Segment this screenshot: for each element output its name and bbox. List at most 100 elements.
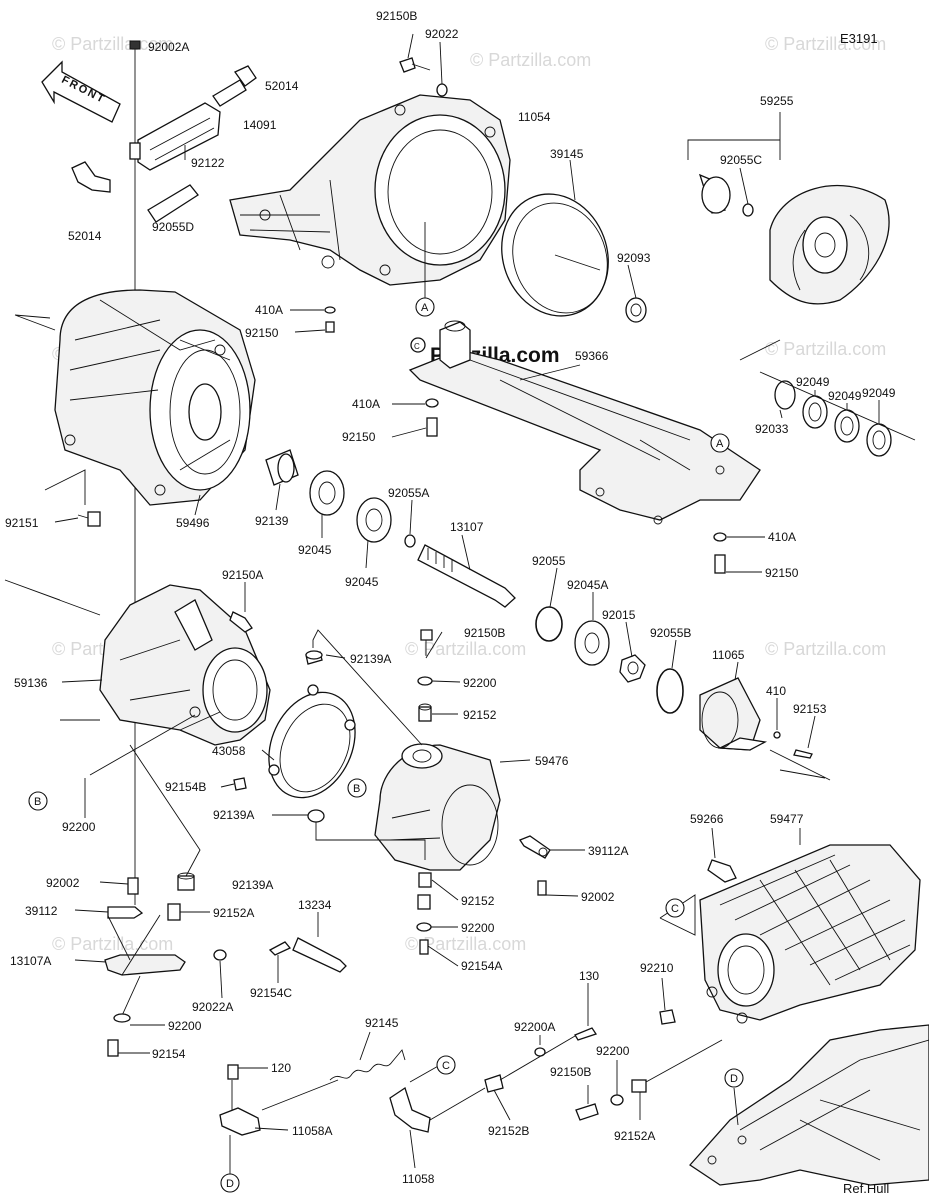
part-label: 92122 bbox=[191, 156, 225, 170]
ref-letter: A bbox=[716, 438, 724, 450]
part-13107-shaft bbox=[417, 534, 516, 608]
part-label: 92154C bbox=[250, 986, 292, 1000]
part-label: 92045 bbox=[298, 543, 332, 557]
ref-marker-B: B bbox=[28, 791, 48, 811]
part-label: 11065 bbox=[712, 648, 745, 662]
part-label: 39145 bbox=[550, 147, 584, 161]
watermark-text: © Partzilla.com bbox=[765, 639, 886, 659]
small-bolts-middle bbox=[290, 306, 765, 574]
ref-marker-D: D bbox=[724, 1068, 744, 1088]
part-label: 92033 bbox=[755, 422, 789, 436]
part-label: 92150B bbox=[376, 9, 417, 23]
part-labels: 92150B 92022 92002A 52014 11054 14091 92… bbox=[5, 9, 896, 1186]
part-label: 92154 bbox=[152, 1047, 186, 1061]
part-label: 52014 bbox=[265, 79, 299, 93]
watermark-text: © Partzilla.com bbox=[405, 639, 526, 659]
part-label: 92200 bbox=[461, 921, 495, 935]
bolt-92150B-top bbox=[399, 33, 448, 97]
part-59477-intake bbox=[659, 827, 921, 1025]
hose-fitting-assembly bbox=[71, 40, 257, 905]
ref-hull: Ref.Hull bbox=[689, 1024, 929, 1196]
part-label: 92055D bbox=[152, 220, 194, 234]
part-11065-cone bbox=[699, 661, 831, 781]
part-label: 92049 bbox=[862, 386, 896, 400]
bolt-92150A bbox=[229, 582, 253, 633]
part-label: 92022A bbox=[192, 1000, 233, 1014]
part-label: 59477 bbox=[770, 812, 804, 826]
part-label: 39112 bbox=[25, 904, 58, 918]
bearings-row bbox=[265, 449, 416, 569]
part-label: 92139A bbox=[213, 808, 254, 822]
part-59496-pump-housing bbox=[14, 289, 256, 516]
part-label: 92150A bbox=[222, 568, 263, 582]
part-label: 11058 bbox=[402, 1172, 435, 1186]
part-92093-seal bbox=[625, 264, 647, 323]
part-label: 92150 bbox=[342, 430, 376, 444]
part-59255-impeller bbox=[687, 112, 890, 305]
part-11058A-bracket bbox=[219, 1064, 289, 1175]
part-label: 92022 bbox=[425, 27, 459, 41]
part-label: 92049 bbox=[796, 375, 830, 389]
part-label: 43058 bbox=[212, 744, 246, 758]
part-label: 13234 bbox=[298, 898, 332, 912]
part-label: 59476 bbox=[535, 754, 569, 768]
watermark-text: © Partzilla.com bbox=[765, 339, 886, 359]
watermark-text: © Partzilla.com bbox=[470, 50, 591, 70]
part-label: 92002A bbox=[148, 40, 189, 54]
part-label: 92055C bbox=[720, 153, 762, 167]
part-label: 92200 bbox=[596, 1044, 630, 1058]
part-label: 92150B bbox=[550, 1065, 591, 1079]
ref-letter: C bbox=[671, 903, 679, 915]
part-label: 92150 bbox=[245, 326, 279, 340]
part-label: 92152A bbox=[614, 1129, 655, 1143]
part-label: 13107A bbox=[10, 954, 51, 968]
part-label: 92152 bbox=[463, 708, 497, 722]
part-label: 92200 bbox=[168, 1019, 202, 1033]
part-label: 92139A bbox=[232, 878, 273, 892]
part-label: 92153 bbox=[793, 702, 827, 716]
ref-marker-A: A bbox=[415, 297, 435, 317]
ref-letter: B bbox=[34, 796, 41, 808]
part-label: 59255 bbox=[760, 94, 794, 108]
part-label: 92045 bbox=[345, 575, 379, 589]
seal-bearing-group bbox=[535, 567, 684, 714]
part-39145-ring bbox=[501, 159, 609, 317]
part-label: 92151 bbox=[5, 516, 39, 530]
bottom-right-small-parts bbox=[484, 983, 723, 1121]
part-label: 59366 bbox=[575, 349, 609, 363]
ref-letter: B bbox=[353, 783, 360, 795]
part-label: 11058A bbox=[292, 1124, 332, 1138]
part-92145-spring bbox=[261, 1031, 406, 1111]
part-39112A-link bbox=[519, 835, 585, 897]
part-label: 14091 bbox=[243, 118, 277, 132]
part-label: 92139 bbox=[255, 514, 289, 528]
ref-letter: A bbox=[421, 302, 429, 314]
part-label: 11054 bbox=[518, 110, 551, 124]
part-label: 13107 bbox=[450, 520, 484, 534]
part-label: 39112A bbox=[588, 844, 628, 858]
watermark-text: © Partzilla.com bbox=[52, 34, 173, 54]
part-59476-deflector bbox=[312, 629, 531, 871]
steering-link-group bbox=[74, 744, 347, 1057]
watermark-text: © Partzilla.com bbox=[405, 934, 526, 954]
part-59366-plate bbox=[408, 320, 761, 525]
part-label: 92150 bbox=[765, 566, 799, 580]
bolt-92151 bbox=[54, 511, 101, 527]
washer-stack bbox=[739, 339, 916, 457]
part-label: 92150B bbox=[464, 626, 505, 640]
ref-marker-A: A bbox=[710, 433, 730, 453]
part-label: 92055 bbox=[532, 554, 566, 568]
part-label: 92152A bbox=[213, 906, 254, 920]
part-label: 92200 bbox=[62, 820, 96, 834]
part-label: 59266 bbox=[690, 812, 724, 826]
ref-marker-D: D bbox=[220, 1173, 240, 1193]
part-label: 410A bbox=[768, 530, 796, 544]
part-label: 92200 bbox=[463, 676, 497, 690]
diagram-code: E3191 bbox=[840, 31, 878, 46]
front-arrow: FRONT bbox=[41, 60, 121, 123]
watermark-text: © Partzilla.com bbox=[52, 934, 173, 954]
ref-marker-B: B bbox=[347, 778, 367, 798]
svg-text:C: C bbox=[414, 342, 420, 351]
ref-letter: C bbox=[442, 1060, 450, 1072]
ref-hull-label: Ref.Hull bbox=[843, 1181, 889, 1196]
